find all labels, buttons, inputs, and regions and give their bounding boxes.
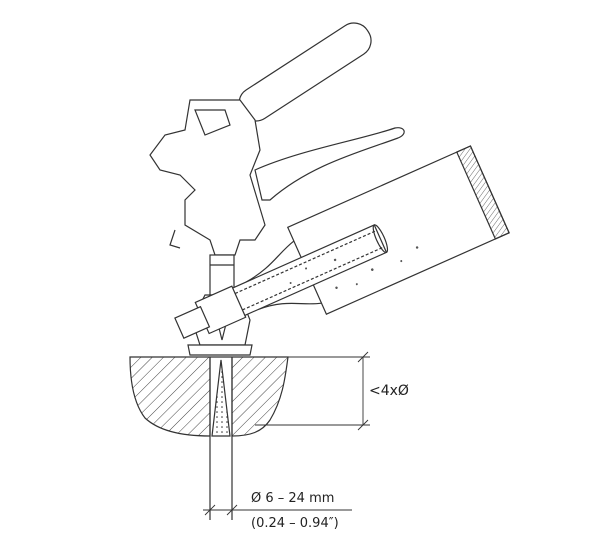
- diameter-mm-label: Ø 6 – 24 mm: [251, 491, 335, 506]
- depth-dimension: [255, 351, 370, 431]
- diameter-inch-label: (0.24 – 0.94″): [251, 516, 339, 531]
- gun-body-cutout: [194, 109, 231, 136]
- bottle: [174, 145, 510, 339]
- bore-hole: [211, 359, 231, 437]
- diameter-dimension: [203, 504, 352, 516]
- workpiece-section: [129, 356, 289, 437]
- depth-label: <4xØ: [369, 383, 409, 399]
- gun-body: [149, 99, 266, 256]
- gun-handle: [238, 22, 372, 122]
- trigger: [254, 127, 405, 201]
